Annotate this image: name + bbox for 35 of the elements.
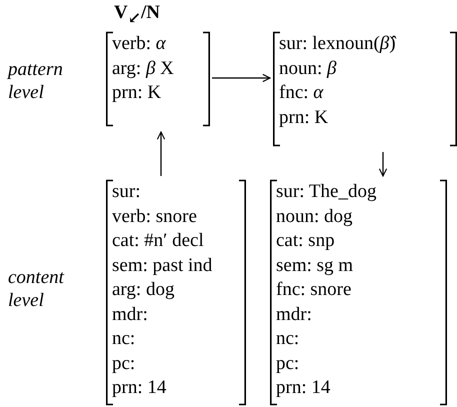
arrow	[378, 152, 388, 177]
feature-matrix	[273, 32, 457, 146]
feature-matrix	[270, 180, 447, 405]
attribute-value: nc:	[112, 327, 136, 351]
title: V$_{↙}$/N	[114, 2, 160, 28]
attribute-value: sur:	[112, 180, 142, 204]
attribute-value: noun: dog	[276, 204, 354, 228]
attribute-value: fnc: snore	[276, 278, 352, 302]
attribute-value: arg: β X	[112, 56, 175, 80]
attribute-value: mdr:	[112, 302, 149, 326]
attribute-value: fnc: α	[279, 81, 324, 105]
attribute-value: sem: sg m	[276, 254, 354, 278]
attribute-value: sem: past ind	[112, 254, 214, 278]
attribute-value: cat: #n′ decl	[112, 229, 205, 253]
attribute-value: pc:	[276, 352, 300, 376]
attribute-value: prn: K	[112, 81, 162, 105]
arrow	[156, 131, 166, 176]
attribute-value: cat: snp	[276, 229, 336, 253]
level-label: pattern level	[8, 58, 64, 104]
feature-matrix	[106, 32, 210, 126]
attribute-value: pc:	[112, 352, 136, 376]
attribute-value: verb: snore	[112, 204, 198, 228]
attribute-value: prn: K	[279, 106, 330, 130]
arrow	[212, 74, 271, 82]
attribute-value: nc:	[276, 327, 300, 351]
attribute-value: arg: dog	[112, 278, 176, 302]
attribute-value: prn: 14	[112, 376, 168, 400]
attribute-value: verb: α	[112, 32, 167, 56]
attribute-value: mdr:	[276, 302, 313, 326]
attribute-value: sur: lexnoun(β̂)	[279, 32, 398, 56]
level-label: content level	[8, 266, 66, 312]
attribute-value: noun: β	[279, 56, 338, 80]
attribute-value: prn: 14	[276, 376, 332, 400]
attribute-value: sur: The_dog	[276, 180, 378, 204]
feature-matrix	[106, 180, 246, 405]
